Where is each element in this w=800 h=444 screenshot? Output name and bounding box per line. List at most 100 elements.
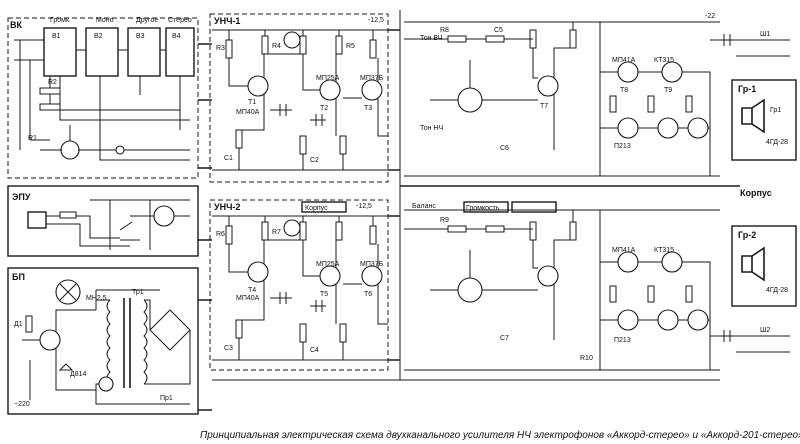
- diode-bridge: [149, 309, 191, 351]
- speaker-icon-2: [741, 246, 765, 282]
- transistor-t6: [361, 265, 383, 287]
- speaker-gr2-label: Гр-2: [738, 230, 756, 240]
- switch-label-3: Другое: [136, 17, 158, 24]
- voltage-3: -22: [705, 13, 715, 20]
- label-t4: Т4: [248, 287, 256, 294]
- transistor-t3: [361, 79, 383, 101]
- block-epu: ЭПУ: [7, 185, 199, 257]
- transistor-t17: [657, 309, 679, 331]
- switch-box-3: [127, 27, 161, 77]
- label-c5: C5: [494, 27, 503, 34]
- korpus-label: Корпус: [305, 205, 328, 212]
- switch-name-1: В1: [52, 33, 61, 40]
- connector-sh1: Ш1: [760, 31, 770, 38]
- transistor-t18: [687, 309, 709, 331]
- switch-name-3: В3: [136, 33, 145, 40]
- label-c7: C7: [500, 335, 509, 342]
- label-c4: C4: [310, 347, 319, 354]
- model-t14: МП41А: [612, 247, 636, 254]
- label-t3: Т3: [364, 105, 372, 112]
- potentiometer-vk: [60, 140, 80, 160]
- model-t5: МП25А: [316, 261, 340, 268]
- block-power-amp-2: Баланс Громкость МП41А КТ315 П213 R9 C7 …: [404, 201, 736, 371]
- korpus-tag: [301, 201, 347, 213]
- speaker-icon-1: [741, 98, 765, 134]
- transistor-t10: [617, 117, 639, 139]
- resistor-vk-r2: [39, 103, 61, 111]
- transistor-t14: [617, 251, 639, 273]
- potentiometer-tone-2: [457, 277, 483, 303]
- model-t6: МП37Б: [360, 261, 384, 268]
- zener-diode: [58, 363, 74, 371]
- speaker-gr1-ref: Гр1: [770, 107, 781, 114]
- label-r5: R5: [346, 43, 355, 50]
- label-t9: Т9: [664, 87, 672, 94]
- switch-box-2: [85, 27, 119, 77]
- block-bp-label: БП: [12, 272, 25, 282]
- transistor-t11: [657, 117, 679, 139]
- block-power-amp-1: -22 Тон ВЧ Т7 Т8 Т9 МП41А КТ315 П213 R8 …: [404, 13, 736, 177]
- label-r9: R9: [440, 217, 449, 224]
- block-bp: БП Тр1 Д1 Д814 ~220 Пр1 МН2,5: [7, 267, 199, 415]
- net-label-balance: Баланс: [412, 203, 436, 210]
- label-t8: Т8: [620, 87, 628, 94]
- switch-label-4: Стерео: [168, 17, 192, 24]
- fuse-holder: [98, 376, 114, 392]
- label-lamp: МН2,5: [86, 295, 107, 302]
- net-label-volume: Громкость: [466, 205, 500, 212]
- model-t4: МП40А: [236, 295, 260, 302]
- figure-caption: Принципиальная электрическая схема двухк…: [200, 429, 800, 441]
- bus-left: [198, 43, 212, 411]
- transistor-t5: [319, 265, 341, 287]
- model-t3: МП37Б: [360, 75, 384, 82]
- label-c2: C2: [310, 157, 319, 164]
- switch-label-1: Громк.: [50, 17, 71, 24]
- block-epu-label: ЭПУ: [12, 192, 31, 202]
- label-r4: R4: [272, 43, 281, 50]
- label-mains: ~220: [14, 401, 30, 408]
- speaker-box-gr2: [731, 225, 797, 307]
- potentiometer-tone-1: [457, 87, 483, 113]
- model-t15: КТ315: [654, 247, 674, 254]
- transistor-t12: [687, 117, 709, 139]
- resistor-vk-r1: [39, 87, 61, 95]
- net-label-tone-lf: Тон НЧ: [420, 125, 443, 132]
- label-c6: C6: [500, 145, 509, 152]
- korpus-right-label: Корпус: [740, 188, 772, 198]
- label-d1: Д1: [14, 321, 23, 328]
- diode-unch2: [283, 219, 301, 237]
- label-t2: Т2: [320, 105, 328, 112]
- output-section-2: Гр-2 4ГД-28 Ш2: [731, 225, 797, 353]
- label-r8: R8: [440, 27, 449, 34]
- transistor-bp: [39, 329, 61, 351]
- transistor-t7: [537, 75, 559, 97]
- switch-name-2: В2: [94, 33, 103, 40]
- block-unch1-label: УНЧ-1: [214, 16, 240, 26]
- label-c3: C3: [224, 345, 233, 352]
- model-t8: МП41А: [612, 57, 636, 64]
- output-section-1: Ш1 Гр-1 Гр1 4ГД-28 Корпус: [731, 31, 797, 198]
- model-t9: КТ315: [654, 57, 674, 64]
- label-r7: R7: [272, 229, 281, 236]
- transistor-t13: [537, 265, 559, 287]
- speaker-gr2-model: 4ГД-28: [766, 287, 788, 294]
- transistor-t16: [617, 309, 639, 331]
- bus-middle: [388, 29, 400, 361]
- voltage-1: -12,5: [368, 17, 384, 24]
- label-t5: Т5: [320, 291, 328, 298]
- block-unch1: УНЧ-1 -12,5 Т1 Т2 Т3 МП40А МП25А МП37Б R…: [209, 13, 389, 183]
- pickup-head: [27, 211, 47, 229]
- transformer-label: Тр1: [132, 289, 144, 296]
- transistor-t2: [319, 79, 341, 101]
- model-t1: МП40А: [236, 109, 260, 116]
- connector-sh2: Ш2: [760, 327, 770, 334]
- label-r3: R3: [216, 45, 225, 52]
- transistor-t1: [247, 75, 269, 97]
- block-unch2-label: УНЧ-2: [214, 202, 240, 212]
- speaker-gr1-label: Гр-1: [738, 84, 756, 94]
- model-t16: П213: [614, 337, 631, 344]
- label-r6: R6: [216, 231, 225, 238]
- label-t1: Т1: [248, 99, 256, 106]
- label-c1: C1: [224, 155, 233, 162]
